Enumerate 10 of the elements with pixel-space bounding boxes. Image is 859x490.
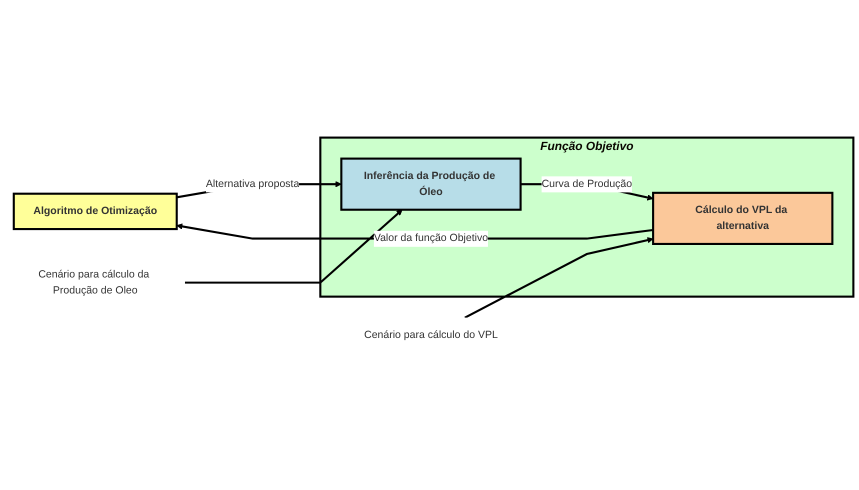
node-box: Algoritmo de Otimização	[12, 192, 178, 230]
edge-label: Alternativa proposta	[206, 177, 300, 190]
node-text: Cenário para cálculo da Produção de Oleo	[38, 268, 150, 296]
arrow	[184, 209, 403, 284]
arrow	[464, 236, 654, 318]
node-box: Cálculo do VPL da alternativa	[652, 191, 834, 245]
node-box: Inferência da Produção de Óleo	[340, 157, 522, 210]
edge-label: Curva de Produção	[542, 177, 632, 190]
edge-label: Valor da função Objetivo	[374, 232, 488, 244]
node-text: Cenário para cálculo do VPL	[364, 328, 498, 340]
